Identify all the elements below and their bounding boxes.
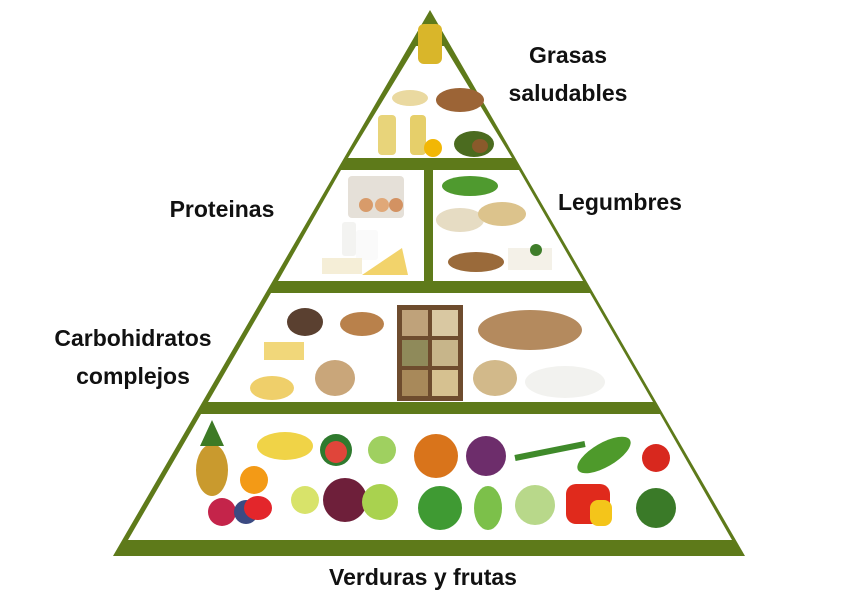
label-grasas: Grasas saludables bbox=[488, 36, 648, 112]
label-line: complejos bbox=[76, 363, 190, 389]
label-line: Legumbres bbox=[558, 189, 682, 215]
food-legumbres bbox=[436, 176, 552, 272]
label-legumbres: Legumbres bbox=[540, 183, 700, 221]
label-line: Proteinas bbox=[169, 196, 275, 222]
food-proteinas bbox=[322, 176, 408, 275]
food-grasas bbox=[378, 24, 494, 157]
label-carbohidratos: Carbohidratos complejos bbox=[33, 319, 233, 395]
food-verduras bbox=[196, 420, 676, 530]
label-line: Verduras y frutas bbox=[329, 564, 517, 590]
label-verduras: Verduras y frutas bbox=[300, 558, 546, 596]
food-carbohidratos bbox=[250, 305, 605, 401]
label-line: Grasas bbox=[528, 42, 607, 68]
label-proteinas: Proteinas bbox=[142, 190, 302, 228]
label-line: Carbohidratos bbox=[54, 325, 212, 351]
label-line: saludables bbox=[508, 80, 628, 106]
